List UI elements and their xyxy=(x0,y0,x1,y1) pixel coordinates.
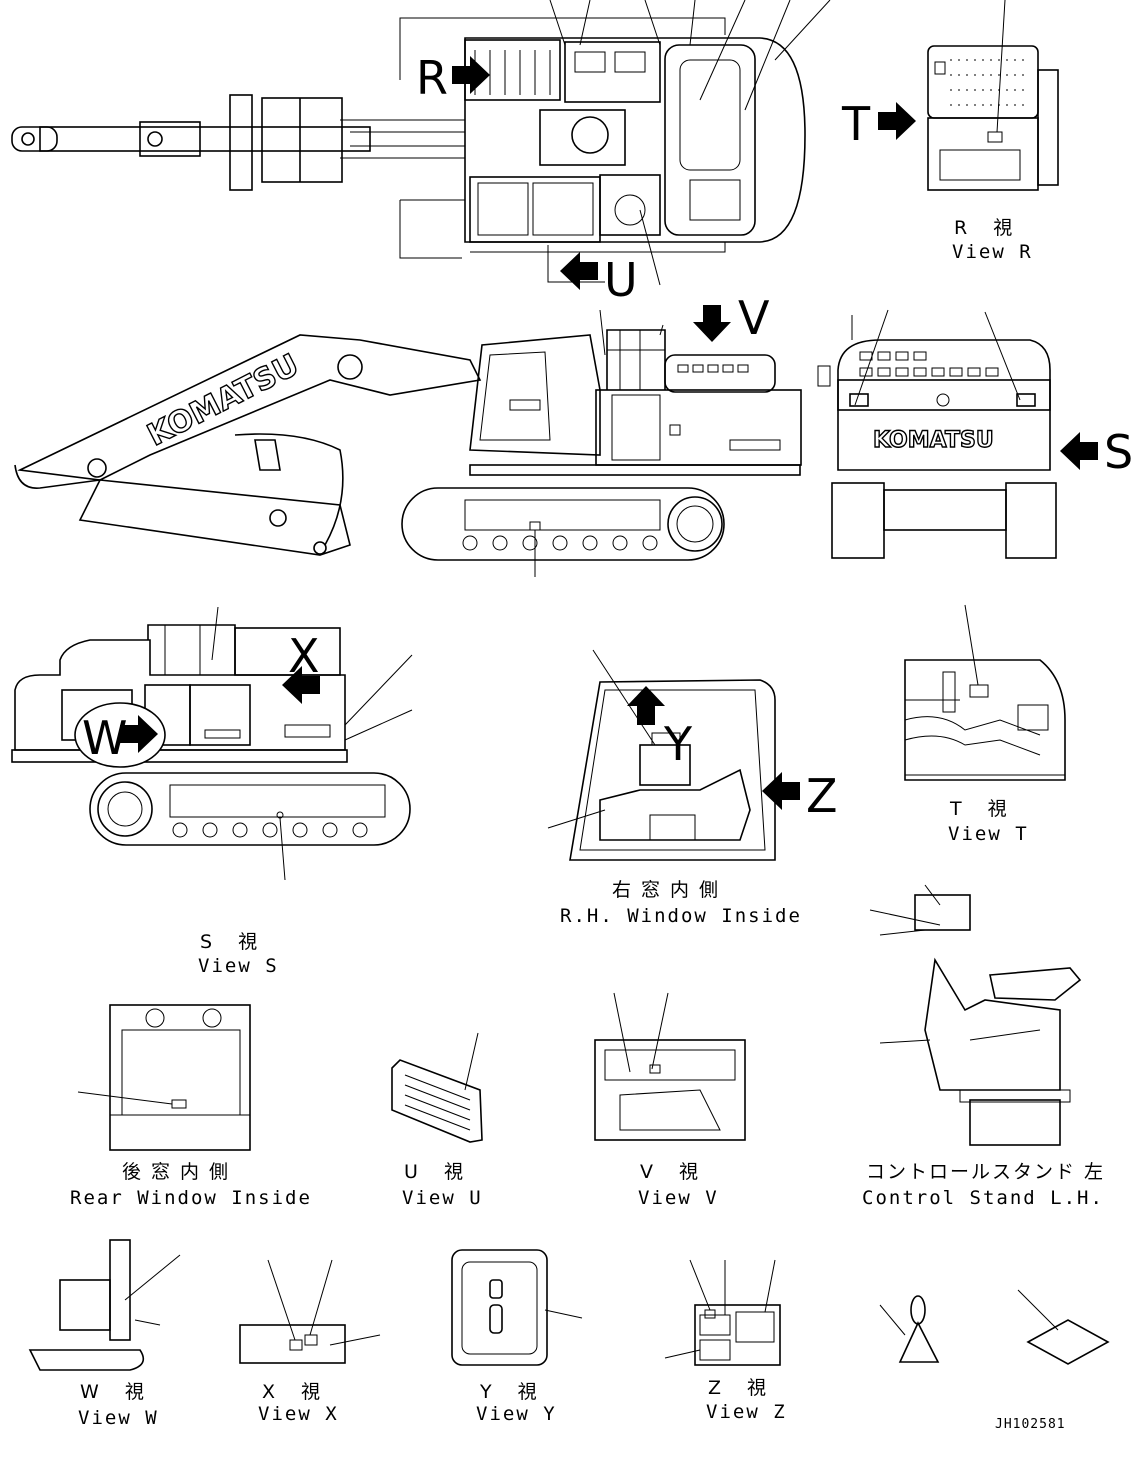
view-r-arrow-icon xyxy=(452,56,490,94)
rear-window-en-caption: Rear Window Inside xyxy=(70,1187,312,1209)
view-t-en-caption: View T xyxy=(948,823,1029,845)
view-x-jp-caption: X 視 xyxy=(262,1381,330,1403)
view-y-drawing: Y 視 View Y xyxy=(451,1249,583,1425)
view-v-arrow-icon xyxy=(693,305,731,342)
view-t-letter: T xyxy=(841,97,871,151)
view-z-jp-caption: Z 視 xyxy=(708,1377,776,1399)
control-stand-drawing: コントロールスタンド 左 Control Stand L.H. xyxy=(862,884,1105,1209)
rear-brand-logo: KOMATSU xyxy=(873,428,994,453)
view-x-letter: X xyxy=(288,629,320,683)
view-s-en-caption: View S xyxy=(198,955,279,977)
rh-window-jp-caption: 右窓内側 xyxy=(612,879,728,901)
view-r-letter: R xyxy=(416,51,448,105)
view-w-drawing: W 視 View W xyxy=(28,1239,181,1429)
rear-window-inside-drawing: 後窓内側 Rear Window Inside xyxy=(70,1004,312,1209)
view-x-drawing: X 視 View X xyxy=(239,1259,381,1425)
view-u-arrow-icon xyxy=(560,252,598,290)
view-s-drawing: W X S 視 View S xyxy=(11,606,413,977)
view-x-en-caption: View X xyxy=(258,1403,339,1425)
view-z-en-caption: View Z xyxy=(706,1401,787,1423)
view-w-arrow-icon xyxy=(120,715,158,753)
view-v-drawing: V 視 View V xyxy=(594,992,746,1209)
view-s-letter: S xyxy=(1104,425,1133,479)
view-v-letter: V xyxy=(738,291,770,345)
view-y-en-caption: View Y xyxy=(476,1403,557,1425)
side-view-excavator: KOMATSU xyxy=(14,291,802,577)
view-y-jp-caption: Y 視 xyxy=(479,1381,547,1403)
view-y-letter: Y xyxy=(663,717,693,771)
view-v-jp-caption: V 視 xyxy=(640,1161,708,1183)
view-r-drawing: T R 視 View R xyxy=(841,0,1059,263)
view-z-letter: Z xyxy=(806,769,838,823)
view-t-arrow-icon xyxy=(878,102,916,140)
view-r-en-caption: View R xyxy=(952,241,1033,263)
symbol-diamond-icon xyxy=(1017,1289,1110,1365)
view-r-jp-caption: R 視 xyxy=(954,217,1022,239)
view-u-en-caption: View U xyxy=(402,1187,483,1209)
view-w-letter: W xyxy=(82,711,127,765)
top-plan-view xyxy=(11,0,831,286)
rear-window-jp-caption: 後窓内側 xyxy=(122,1161,238,1183)
view-z-arrow-icon xyxy=(762,772,800,810)
control-stand-jp-caption: コントロールスタンド 左 xyxy=(866,1161,1105,1183)
rh-window-en-caption: R.H. Window Inside xyxy=(560,905,802,927)
view-v-en-caption: View V xyxy=(638,1187,719,1209)
view-u-jp-caption: U 視 xyxy=(404,1161,473,1183)
view-u-drawing: U 視 View U xyxy=(391,1032,483,1209)
view-s-arrow-icon xyxy=(1060,432,1098,470)
view-r-callout: R xyxy=(416,51,490,105)
view-u-letter: U xyxy=(604,253,638,307)
view-w-jp-caption: W 視 xyxy=(80,1381,154,1403)
drawing-code: JH102581 xyxy=(995,1417,1066,1432)
view-z-drawing: Z 視 View Z xyxy=(664,1259,787,1423)
view-x-arrow-icon xyxy=(282,666,320,704)
rh-window-inside-drawing: Y Z 右窓内側 R.H. Window Inside xyxy=(547,649,838,927)
view-y-arrow-icon xyxy=(627,686,665,725)
symbol-triangle-icon xyxy=(879,1295,940,1363)
view-s-jp-caption: S 視 xyxy=(200,931,267,953)
rear-view-excavator: KOMATSU S xyxy=(817,309,1133,559)
view-t-drawing: T 視 View T xyxy=(904,604,1066,845)
view-u-callout: U xyxy=(560,252,638,307)
view-t-jp-caption: T 視 xyxy=(949,798,1017,820)
view-w-en-caption: View W xyxy=(78,1407,159,1429)
control-stand-en-caption: Control Stand L.H. xyxy=(862,1187,1104,1209)
